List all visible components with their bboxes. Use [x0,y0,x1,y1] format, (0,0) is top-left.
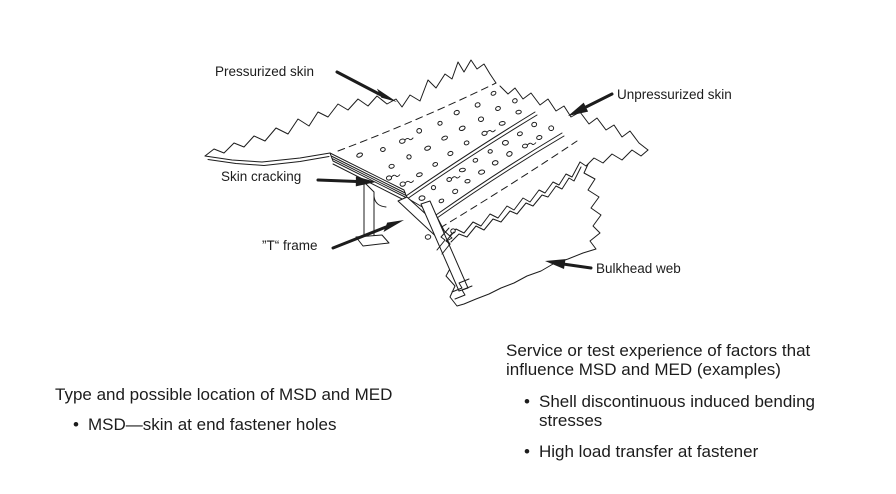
t-frame-foot-flange [355,234,390,247]
bullet-icon: • [524,442,530,461]
pressurized-skin-cut-edge-thickness [207,156,330,166]
strap-edge-thickness [436,135,565,219]
leader-arrow-skin-cracking [316,176,376,187]
label-unpressurized-skin: Unpressurized skin [617,87,732,102]
joint-line-details [337,82,578,229]
notes-left-title: Type and possible location of MSD and ME… [55,385,393,404]
bullet-icon: • [524,392,530,411]
leader-arrow-pressurized-skin [335,70,397,102]
lap-joint-edge-thickness [406,114,538,200]
lap-joint-edge [405,111,536,197]
bullet-item: • High load transfer at fastener [524,442,874,461]
strap-edge [435,132,563,216]
label-skin-cracking: Skin cracking [221,169,302,184]
bullet-item: • MSD—skin at end fastener holes [73,415,475,434]
bullet-icon: • [73,415,79,434]
lower-dashed-line [439,140,578,229]
bullet-item: • Shell discontinuous induced bending st… [524,392,874,430]
t-frame-fillet [373,195,387,208]
leader-arrows [316,70,614,270]
leader-arrow-unpressurized-skin [568,92,614,116]
label-t-frame: ”T“ frame [262,238,318,253]
unpressurized-skin-torn-top-edge [499,85,649,151]
notes-right-title: Service or test experience of factors th… [506,341,811,379]
leader-arrow-t-frame [331,220,404,250]
pressurized-skin-shape [204,59,497,166]
unpressurized-skin-torn-right-edge [579,149,649,167]
break-mark [436,227,455,255]
bullet-text: Shell discontinuous induced bending stre… [539,392,815,430]
pressurized-skin-torn-top-edge [204,59,497,157]
fastener-holes [356,90,555,240]
bullet-text: MSD—skin at end fastener holes [88,415,337,434]
label-bulkhead-web: Bulkhead web [596,261,681,276]
break-mark [451,278,473,300]
hidden-flange-dashed-line [337,82,497,152]
leader-arrow-bulkhead-web [545,259,593,270]
pressurized-skin-cut-edge [204,152,331,163]
torn-edge-thickness-line [450,166,582,243]
notes-right: Service or test experience of factors th… [506,341,874,461]
bullet-text: High load transfer at fastener [539,442,759,461]
label-pressurized-skin: Pressurized skin [215,64,315,79]
notes-left: Type and possible location of MSD and ME… [55,385,475,434]
unpressurized-skin-torn-lower-edge [447,161,581,239]
t-frame-shape [355,181,473,300]
t-frame-web [363,181,375,239]
